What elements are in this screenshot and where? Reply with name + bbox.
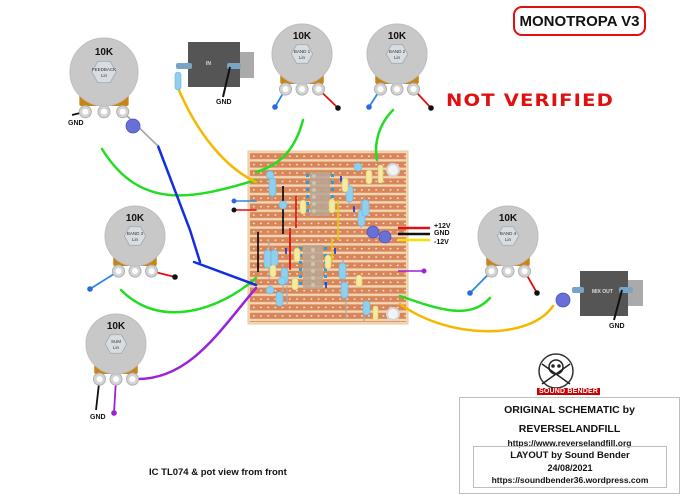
layout-url[interactable]: https://soundbender36.wordpress.com xyxy=(491,475,649,485)
gnd-label-sum: GND xyxy=(90,414,106,421)
pot-taper: Lin xyxy=(132,237,139,242)
wire-end xyxy=(534,290,540,296)
mounting-hole xyxy=(386,307,400,321)
pot-shaft-nut xyxy=(496,226,520,246)
wire-end xyxy=(111,410,117,416)
wire-end xyxy=(272,104,278,110)
pot-name: BAND 3 xyxy=(127,231,144,236)
wire-out-yellow xyxy=(398,302,555,333)
components xyxy=(263,162,392,322)
wire-sum-purple xyxy=(134,286,258,381)
jack-out-label: MIX OUT xyxy=(592,289,613,295)
layout-credit-box: LAYOUT by Sound Bender 24/08/2021 https:… xyxy=(473,446,667,488)
sound-bender-logo xyxy=(538,353,574,389)
footer-note: IC TL074 & pot view from front xyxy=(149,467,287,478)
wire-band1-green xyxy=(254,118,305,174)
pot-name: BAND 2 xyxy=(389,49,406,54)
pot-value: 10K xyxy=(293,31,312,42)
pot-taper: Lin xyxy=(394,55,401,60)
wire-feedback-blue xyxy=(156,144,202,264)
schematic-url[interactable]: https://www.reverselandfill.org xyxy=(507,438,632,448)
capacitor-electrolytic xyxy=(125,118,141,134)
wire-end xyxy=(421,268,427,274)
power-plus-label: +12V xyxy=(434,223,451,230)
gnd-label-feedback: GND xyxy=(68,120,84,127)
pot-taper: Lin xyxy=(101,73,108,78)
not-verified-stamp: NOT VERIFIED xyxy=(446,91,614,111)
wire-in-yellow xyxy=(176,86,258,184)
pot-shaft-nut xyxy=(123,226,147,246)
wire-end xyxy=(231,198,237,204)
pot-taper: Lin xyxy=(113,345,120,350)
schematic-credit-line2: REVERSELANDFILL xyxy=(518,423,621,435)
pot-name: BAND 1 xyxy=(294,49,311,54)
wire-end xyxy=(87,286,93,292)
layout-date: 24/08/2021 xyxy=(547,463,593,473)
wire-feedback-green xyxy=(100,147,258,197)
pot-shaft-nut xyxy=(91,60,117,84)
mounting-hole xyxy=(386,163,400,177)
jack-out xyxy=(555,271,643,321)
stripboard xyxy=(247,150,430,325)
wire-end xyxy=(172,274,178,280)
pot-value: 10K xyxy=(107,321,126,332)
wire-blue-cross xyxy=(192,260,258,287)
page-title: MONOTROPA V3 xyxy=(513,6,646,36)
jumper-wires xyxy=(257,176,355,288)
pot-shaft-nut xyxy=(290,44,314,64)
layout-credit-line1: LAYOUT by Sound Bender xyxy=(510,450,630,461)
wire-end xyxy=(335,105,341,111)
wire-end xyxy=(467,290,473,296)
wire-band2-green xyxy=(374,108,395,162)
jack-in-label: IN xyxy=(206,61,211,67)
power-wires xyxy=(398,226,430,242)
logo-text: SOUND BENDER xyxy=(537,388,601,395)
pot-name: BAND 4 xyxy=(500,231,517,236)
wire-band4-green xyxy=(398,294,492,313)
wire-end xyxy=(366,104,372,110)
pot-shaft-nut xyxy=(104,334,128,354)
capacitor-electrolytic xyxy=(555,292,571,308)
ic-tl074-2 xyxy=(299,245,327,289)
gnd-label-in: GND xyxy=(216,99,232,106)
power-minus-label: -12V xyxy=(434,239,449,246)
hookup-wires xyxy=(100,86,555,381)
power-gnd-label: GND xyxy=(434,230,450,237)
pot-value: 10K xyxy=(388,31,407,42)
wire-band3-green xyxy=(119,276,258,314)
pot-name: SUM xyxy=(111,339,121,344)
wire-end xyxy=(428,105,434,111)
pot-taper: Lin xyxy=(299,55,306,60)
pot-value: 10K xyxy=(95,47,114,58)
pot-value: 10K xyxy=(126,213,145,224)
pot-value: 10K xyxy=(499,213,518,224)
jack-in xyxy=(174,42,254,98)
wire-end xyxy=(231,207,237,213)
gnd-label-out: GND xyxy=(609,323,625,330)
credits-box: ORIGINAL SCHEMATIC by REVERSELANDFILL ht… xyxy=(459,397,680,494)
pot-name: FEEDBACK xyxy=(92,67,116,72)
schematic-credit-line1: ORIGINAL SCHEMATIC by xyxy=(504,404,635,416)
pot-shaft-nut xyxy=(385,44,409,64)
pot-taper: Lin xyxy=(505,237,512,242)
